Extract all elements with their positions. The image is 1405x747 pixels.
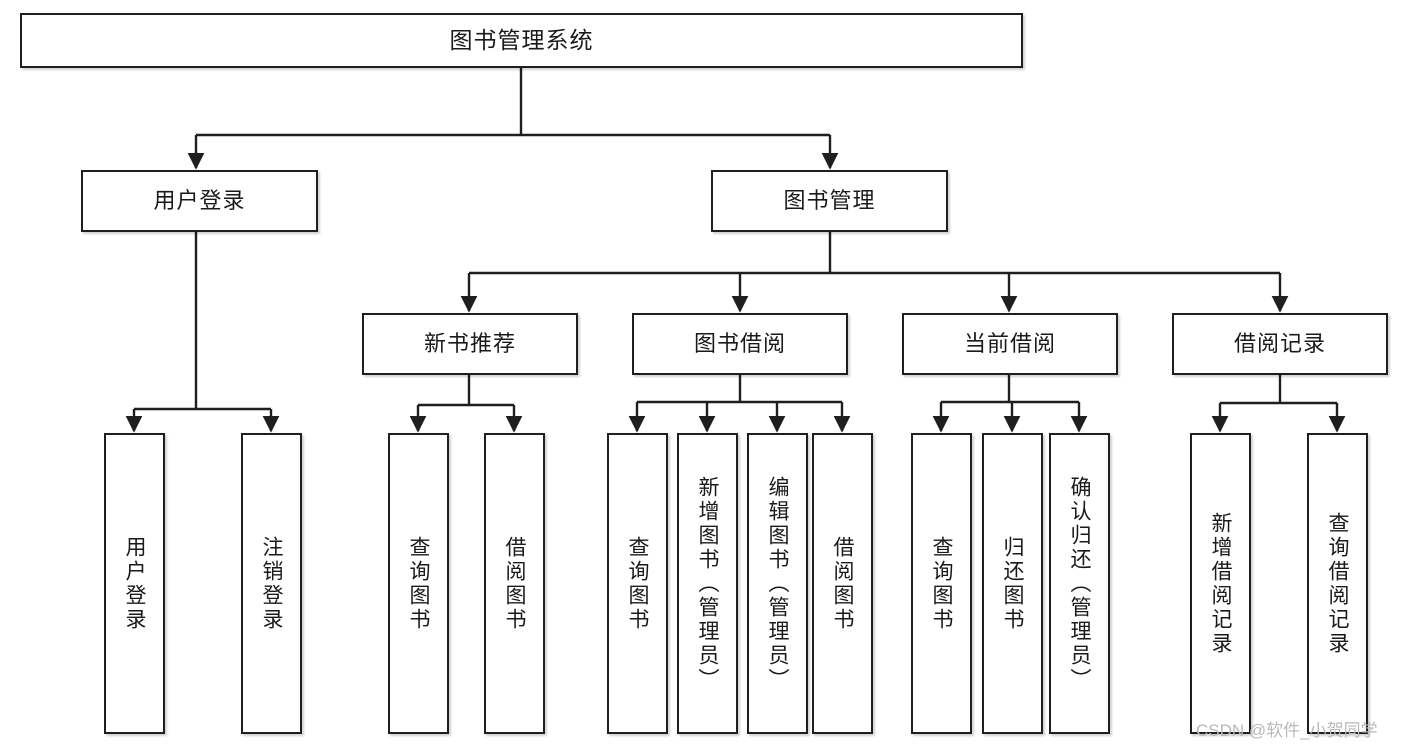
leaf-user-logout-label: 注销登录	[260, 535, 283, 632]
node-user-login-label: 用户登录	[153, 188, 246, 214]
node-book-manage[interactable]: 图书管理	[711, 170, 948, 232]
node-user-login[interactable]: 用户登录	[81, 170, 318, 232]
node-book-manage-label: 图书管理	[783, 188, 876, 214]
leaf-confirm-return-label: 确认归还（管理员）	[1068, 475, 1091, 692]
leaf-borrow-book-2-label: 借阅图书	[831, 535, 854, 632]
leaf-query-book-2[interactable]: 查询图书	[607, 433, 668, 734]
watermark: CSDN @软件_小贺同学	[1196, 721, 1378, 740]
leaf-edit-book-label: 编辑图书（管理员）	[766, 475, 789, 692]
leaf-query-book-2-label: 查询图书	[626, 535, 649, 632]
node-current-borrow[interactable]: 当前借阅	[902, 313, 1118, 375]
leaf-borrow-book-2[interactable]: 借阅图书	[812, 433, 873, 734]
node-book-borrow-label: 图书借阅	[693, 331, 786, 357]
leaf-borrow-book-1[interactable]: 借阅图书	[484, 433, 545, 734]
node-new-book-recommend-label: 新书推荐	[423, 331, 516, 357]
leaf-user-logout[interactable]: 注销登录	[241, 433, 302, 734]
leaf-add-book-label: 新增图书（管理员）	[696, 475, 719, 692]
node-borrow-record-label: 借阅记录	[1233, 331, 1326, 357]
leaf-return-book[interactable]: 归还图书	[982, 433, 1043, 734]
leaf-query-borrow-record[interactable]: 查询借阅记录	[1307, 433, 1368, 734]
leaf-query-book-1-label: 查询图书	[407, 535, 430, 632]
leaf-return-book-label: 归还图书	[1001, 535, 1024, 632]
leaf-edit-book[interactable]: 编辑图书（管理员）	[747, 433, 808, 734]
node-root-label: 图书管理系统	[449, 26, 594, 53]
leaf-add-borrow-record[interactable]: 新增借阅记录	[1190, 433, 1251, 734]
leaf-add-book[interactable]: 新增图书（管理员）	[677, 433, 738, 734]
node-current-borrow-label: 当前借阅	[963, 331, 1056, 357]
leaf-query-book-3[interactable]: 查询图书	[911, 433, 972, 734]
leaf-query-book-1[interactable]: 查询图书	[388, 433, 449, 734]
leaf-user-login-label: 用户登录	[123, 535, 146, 632]
leaf-add-borrow-record-label: 新增借阅记录	[1209, 511, 1232, 656]
leaf-query-book-3-label: 查询图书	[930, 535, 953, 632]
node-new-book-recommend[interactable]: 新书推荐	[362, 313, 578, 375]
leaf-borrow-book-1-label: 借阅图书	[503, 535, 526, 632]
leaf-confirm-return[interactable]: 确认归还（管理员）	[1049, 433, 1110, 734]
node-root[interactable]: 图书管理系统	[20, 13, 1023, 68]
leaf-query-borrow-record-label: 查询借阅记录	[1326, 511, 1349, 656]
node-book-borrow[interactable]: 图书借阅	[632, 313, 848, 375]
leaf-user-login[interactable]: 用户登录	[104, 433, 165, 734]
node-borrow-record[interactable]: 借阅记录	[1172, 313, 1388, 375]
